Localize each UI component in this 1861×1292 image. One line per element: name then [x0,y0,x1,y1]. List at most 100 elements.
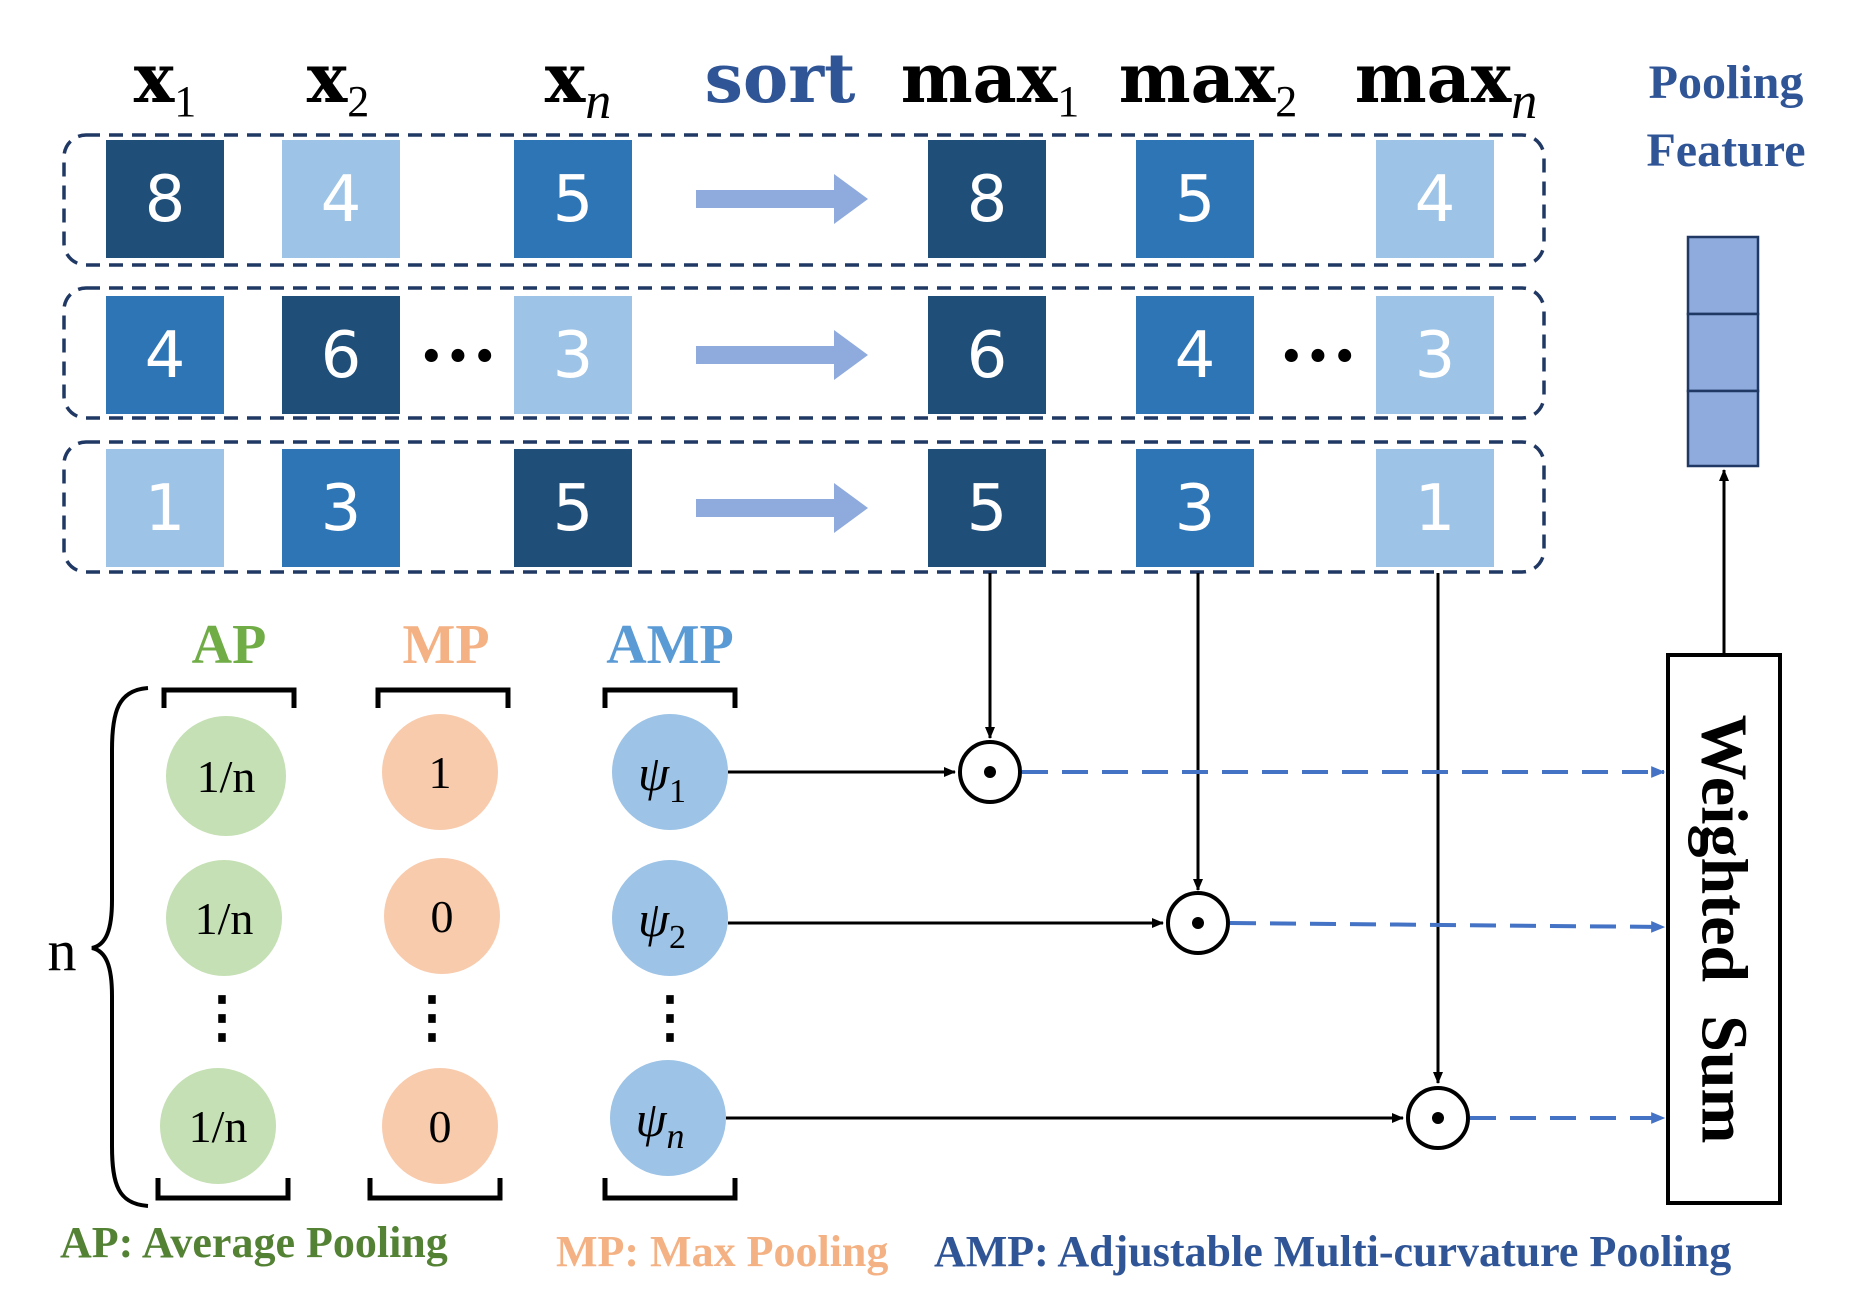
weighted-sum-label: Weighted Sum [1688,714,1761,1143]
mp-column-label: MP [402,614,489,676]
sorted-cell-2 [1136,296,1254,414]
amp-weight-psi-2: ψ2 [638,891,686,956]
sorted-cell-3 [1376,449,1494,567]
weighted-sum-block: Weighted Sum [1666,469,1782,1205]
ap-weight-circle-n [160,1068,276,1184]
ap-bottom-bracket [155,1178,291,1201]
input-cell-2 [282,140,400,258]
input-cell-2 [282,296,400,414]
header-sort: sort [705,39,856,119]
input-value-1: 4 [145,319,186,393]
input-cell-2 [282,449,400,567]
multiply-dot-icon [984,766,996,778]
product2-dashed-arrow [1229,921,1666,933]
input-value-3: 5 [553,163,594,237]
ap-weight-value-2: 1/n [195,893,254,944]
feature-cell-1 [1686,235,1760,316]
amp-column-label: AMP [606,614,734,676]
legend-mp: MP: Max Pooling [556,1227,888,1276]
legend-ap: AP: Average Pooling [60,1218,448,1267]
sort-arrow-icon [696,174,868,224]
sorted-value-3: 4 [1415,163,1456,237]
sorted-cell-1 [928,296,1046,414]
header-max2: max2 [1119,39,1298,126]
amp-top-bracket [602,687,738,708]
sorted-value-1: 6 [967,319,1008,393]
amp-bottom-bracket [602,1178,738,1201]
mp-weight-value-n: 0 [429,1101,452,1152]
pooling-feature-title-line1: Pooling [1649,56,1804,109]
input-value-2: 3 [321,472,362,546]
ap-vertical-ellipsis: ⋮ [194,987,250,1049]
input-cell-1 [106,296,224,414]
sort-arrow-icon [696,483,868,533]
input-cell-3 [514,140,632,258]
mp-weight-circle-1 [382,714,498,830]
sorted-value-2: 5 [1175,163,1216,237]
feature-cell-3 [1686,389,1760,468]
multiply-node-2 [1166,891,1230,955]
feature-cell-2 [1686,312,1760,393]
mp-weight-value-2: 0 [431,891,454,942]
input-value-3: 5 [553,472,594,546]
input-cell-3 [514,449,632,567]
sorted-cell-2 [1136,140,1254,258]
mp-vertical-ellipsis: ⋮ [404,987,460,1049]
n-brace-label: n [48,918,77,983]
row-dashed-frame [62,440,1546,574]
weighted-sum-box [1666,653,1782,1205]
sorted-cell-1 [928,140,1046,258]
sorted-value-3: 3 [1415,319,1456,393]
input-value-2: 4 [321,163,362,237]
header-x1: x1 [134,39,197,126]
input-ellipsis: ··· [418,312,498,400]
row-dashed-frame [62,133,1546,267]
amp-weight-circle-1 [612,714,728,830]
input-value-1: 8 [145,163,186,237]
sorted-value-2: 4 [1175,319,1216,393]
ap-top-bracket [161,687,297,708]
multiply-node-n [1406,1086,1470,1150]
legend: AP: Average Pooling MP: Max Pooling AMP:… [60,1218,1731,1276]
input-cell-1 [106,449,224,567]
sorted-value-1: 5 [967,472,1008,546]
mp-bottom-bracket [367,1178,503,1201]
mp-top-bracket [375,687,511,708]
amp-weight-psi-n: ψn [635,1091,684,1156]
weight-columns: AP MP AMP 1/n 1/n 1/n 1 0 0 ψ1 ψ2 ψn ⋮ [48,614,738,1208]
amp-weight-circle-2 [612,860,728,976]
input-value-1: 1 [145,472,186,546]
amp-weight-circle-n [610,1060,726,1176]
ap-weight-circle-2 [166,860,282,976]
column-headers: x1 x2 xn sort max1 max2 maxn Pooling Fea… [134,39,1806,177]
input-cell-1 [106,140,224,258]
input-cell-3 [514,296,632,414]
header-xn: xn [545,39,612,130]
input-value-2: 6 [321,319,362,393]
multiplication-paths [726,573,1666,1150]
header-maxn: maxn [1355,39,1538,130]
sorted-value-3: 1 [1415,472,1456,546]
mp-weight-circle-2 [384,858,500,974]
header-x2: x2 [307,39,370,126]
ap-weight-value-n: 1/n [189,1101,248,1152]
ap-weight-value-1: 1/n [197,751,256,802]
n-curly-brace [91,686,149,1208]
row-2: 4 6 3 6 4 3 ··· ··· [62,286,1546,420]
sorted-ellipsis: ··· [1278,312,1358,400]
header-max1: max1 [901,39,1080,126]
mp-weight-circle-n [382,1068,498,1184]
row-dashed-frame [62,286,1546,420]
pooling-feature-title-line2: Feature [1646,124,1805,177]
sorted-value-2: 3 [1175,472,1216,546]
sorted-cell-3 [1376,140,1494,258]
sorted-cell-1 [928,449,1046,567]
multiply-node-1 [958,740,1022,804]
ap-column-label: AP [192,614,267,676]
row-3: 1 3 5 5 3 1 [62,440,1546,574]
input-value-3: 3 [553,319,594,393]
pooling-feature-vector [1686,235,1760,468]
multiply-dot-icon [1192,917,1204,929]
